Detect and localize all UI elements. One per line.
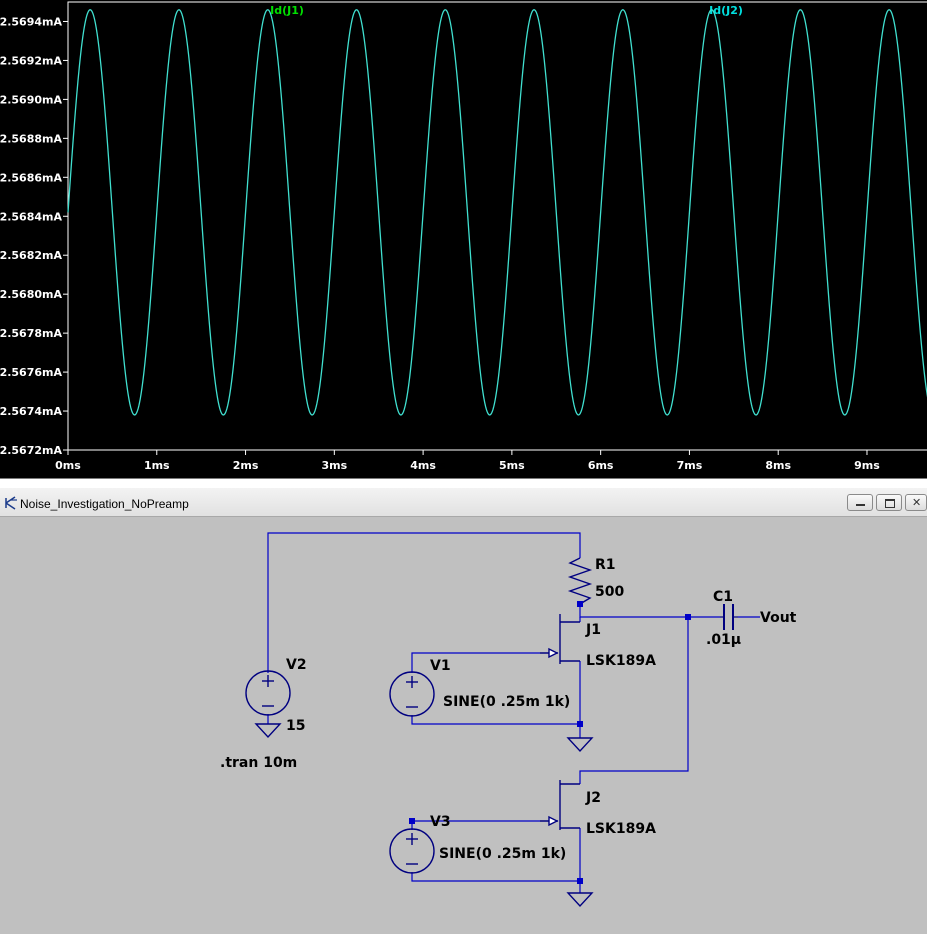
jfet-j1[interactable] [540, 614, 580, 664]
x-tick-label: 8ms [765, 459, 791, 472]
capacitor-c1[interactable] [720, 604, 738, 630]
y-tick-label: 2.5694mA [0, 15, 62, 28]
y-tick-label: 2.5682mA [0, 249, 62, 262]
j1-model[interactable]: LSK189A [586, 653, 656, 669]
y-tick-label: 2.5690mA [0, 93, 62, 106]
close-button[interactable]: ✕ [905, 494, 927, 511]
schematic-canvas[interactable]: R1 500 C1 .01μ Vout J1 LSK189A J2 LSK189… [0, 517, 927, 934]
v1-value[interactable]: SINE(0 .25m 1k) [443, 694, 570, 710]
v2-name[interactable]: V2 [286, 657, 307, 673]
legend-entry-1[interactable]: Id(J2) [709, 4, 743, 17]
restore-button[interactable] [876, 494, 902, 511]
minimize-icon [856, 504, 865, 506]
wire-junctions [409, 601, 691, 884]
x-tick-label: 4ms [410, 459, 436, 472]
restore-icon [885, 499, 895, 508]
x-tick-label: 5ms [499, 459, 525, 472]
y-tick-label: 2.5672mA [0, 444, 62, 457]
y-tick-label: 2.5688mA [0, 132, 62, 145]
y-tick-label: 2.5676mA [0, 366, 62, 379]
y-tick-label: 2.5692mA [0, 54, 62, 67]
minimize-button[interactable] [847, 494, 873, 511]
ground-symbols [254, 723, 594, 908]
waveform-plot-pane[interactable]: Id(J1) Id(J2) 2.5694mA 2.5692mA 2.5690mA 2.5… [0, 0, 927, 478]
r1-name[interactable]: R1 [595, 557, 616, 573]
j2-name[interactable]: J2 [585, 790, 601, 806]
x-tick-label: 7ms [677, 459, 703, 472]
resistor-r1[interactable] [567, 557, 593, 605]
x-tick-label: 9ms [854, 459, 880, 472]
voltage-source-v3[interactable] [389, 828, 435, 874]
trace-id-j2[interactable] [67, 9, 927, 416]
y-tick-label: 2.5674mA [0, 405, 62, 418]
v3-name[interactable]: V3 [430, 814, 451, 830]
j2-model[interactable]: LSK189A [586, 821, 656, 837]
close-icon: ✕ [912, 497, 922, 509]
y-tick-label: 2.5680mA [0, 288, 62, 301]
j1-name[interactable]: J1 [585, 622, 601, 638]
r1-value[interactable]: 500 [595, 584, 624, 600]
v3-value[interactable]: SINE(0 .25m 1k) [439, 846, 566, 862]
ltspice-schematic-icon [5, 496, 17, 510]
net-label-vout[interactable]: Vout [760, 610, 797, 626]
pane-splitter[interactable] [0, 478, 927, 488]
spice-directive-tran[interactable]: .tran 10m [220, 755, 297, 771]
v2-value[interactable]: 15 [286, 718, 305, 734]
y-tick-label: 2.5678mA [0, 327, 62, 340]
v1-name[interactable]: V1 [430, 658, 451, 674]
plot-frame [67, 1, 927, 451]
x-tick-label: 6ms [588, 459, 614, 472]
x-tick-label: 3ms [321, 459, 347, 472]
x-tick-label: 2ms [233, 459, 259, 472]
window-title: Noise_Investigation_NoPreamp [20, 497, 189, 511]
voltage-source-v1[interactable] [389, 671, 435, 717]
y-tick-label: 2.5684mA [0, 210, 62, 223]
waveform-plot[interactable]: Id(J1) Id(J2) 2.5694mA 2.5692mA 2.5690mA 2.5… [0, 0, 927, 478]
x-tick-label: 0ms [55, 459, 81, 472]
schematic-window-titlebar[interactable]: Noise_Investigation_NoPreamp ✕ [0, 488, 927, 517]
schematic-wires[interactable] [267, 532, 760, 893]
x-tick-label: 1ms [144, 459, 170, 472]
legend-entry-0[interactable]: Id(J1) [270, 4, 304, 17]
c1-value[interactable]: .01μ [706, 632, 741, 648]
y-tick-label: 2.5686mA [0, 171, 62, 184]
jfet-j2[interactable] [540, 780, 580, 830]
c1-name[interactable]: C1 [713, 589, 733, 605]
voltage-source-v2[interactable] [245, 670, 291, 716]
